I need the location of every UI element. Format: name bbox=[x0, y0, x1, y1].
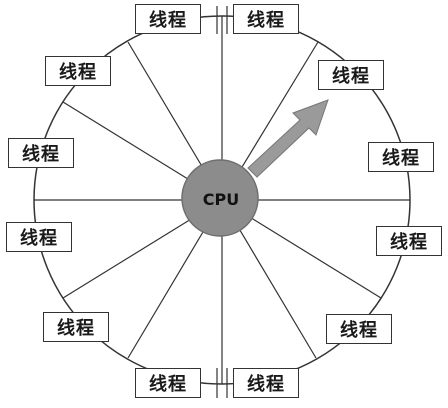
cpu-node bbox=[181, 159, 259, 237]
thread-box: 线程 bbox=[318, 60, 384, 90]
thread-box: 线程 bbox=[233, 368, 299, 398]
cpu-label: CPU bbox=[202, 189, 240, 209]
thread-box: 线程 bbox=[135, 368, 201, 398]
arrow-icon bbox=[247, 99, 329, 178]
thread-box: 线程 bbox=[233, 4, 299, 34]
thread-box: 线程 bbox=[43, 312, 109, 342]
thread-box: 线程 bbox=[376, 226, 442, 256]
thread-box: 线程 bbox=[45, 56, 111, 86]
thread-box: 线程 bbox=[6, 222, 72, 252]
thread-box: 线程 bbox=[368, 142, 434, 172]
cpu-circle bbox=[181, 159, 259, 237]
thread-box: 线程 bbox=[8, 138, 74, 168]
thread-box: 线程 bbox=[135, 4, 201, 34]
dispatch-arrow bbox=[247, 99, 329, 178]
thread-box: 线程 bbox=[326, 314, 392, 344]
